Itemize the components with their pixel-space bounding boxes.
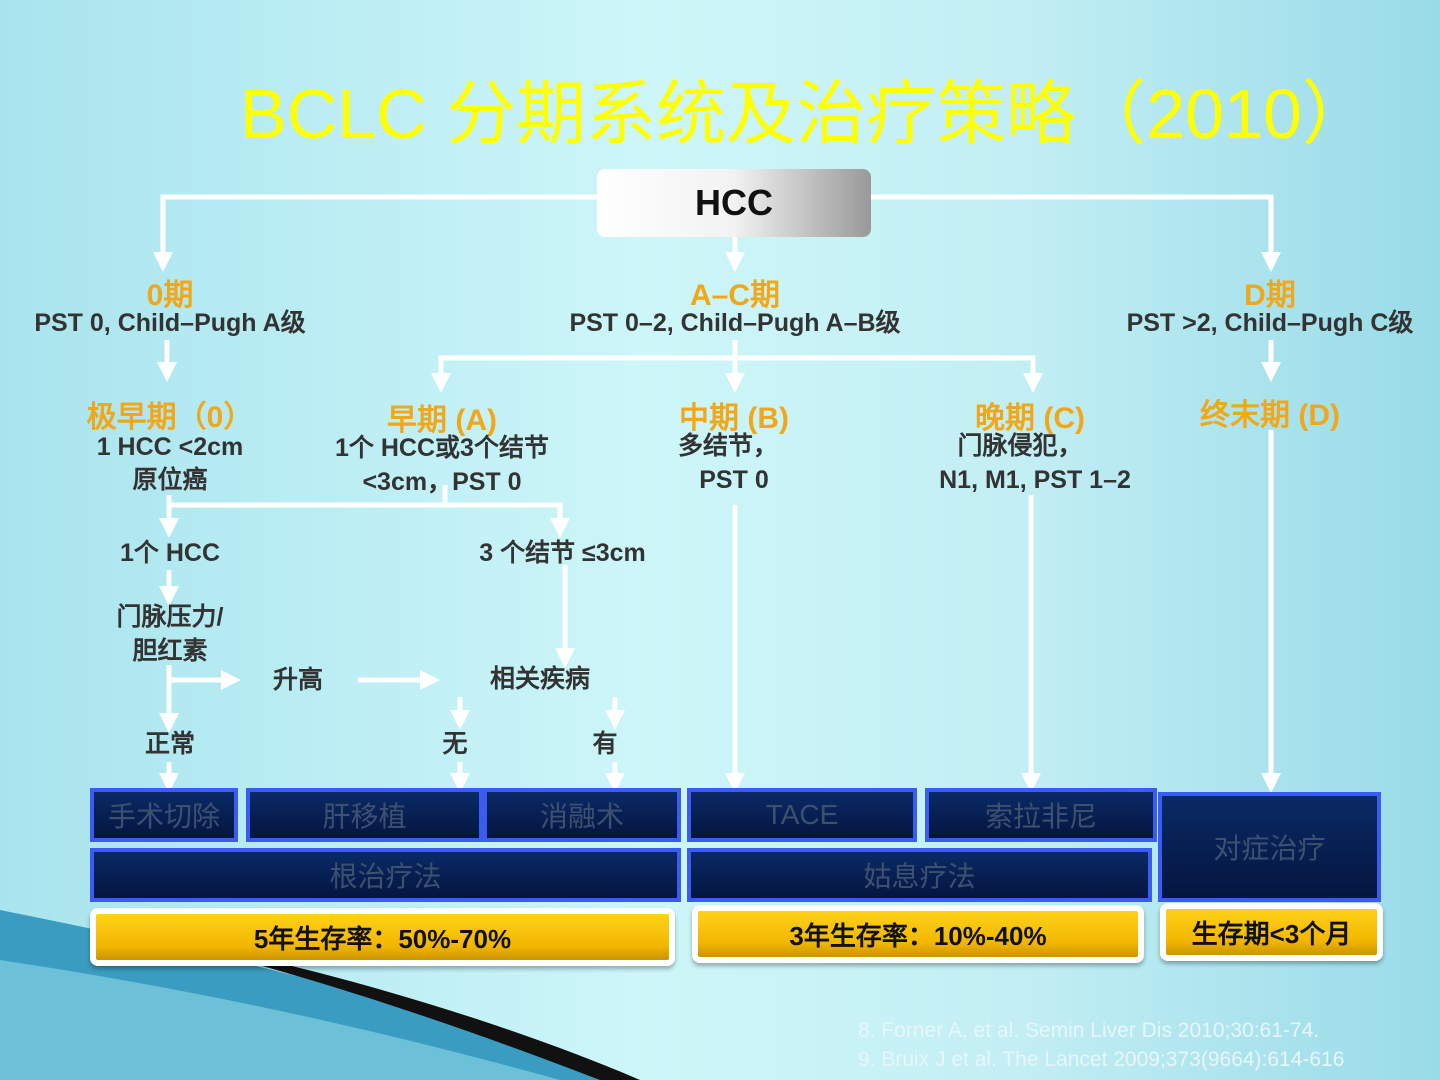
very-early-line2: 原位癌 (132, 466, 208, 494)
related-disease-label: 相关疾病 (489, 665, 590, 693)
none-label: 无 (442, 730, 468, 758)
single-hcc-label: 1个 HCC (119, 539, 220, 567)
three-nodules-label: 3 个结节 ≤3cm (479, 539, 646, 567)
early-line2: <3cm，PST 0 (362, 468, 522, 496)
stage-0-desc: PST 0, Child–Pugh A级 (34, 309, 306, 337)
elevated-label: 升高 (272, 666, 323, 694)
advanced-line2: N1, M1, PST 1–2 (939, 466, 1131, 494)
treatment-liver-transplant: 肝移植 (246, 788, 483, 842)
terminal-stage-label: 终末期 (D) (1200, 399, 1340, 432)
treatment-symptomatic: 对症治疗 (1158, 792, 1381, 902)
stage-d-label: D期 (1244, 279, 1296, 312)
stage-ac-label: A–C期 (689, 279, 780, 312)
stage-d-desc: PST >2, Child–Pugh C级 (1126, 309, 1414, 337)
references: 8. Forner A, et al. Semin Liver Dis 2010… (858, 1016, 1344, 1074)
advanced-line1: 门脉侵犯， (957, 432, 1083, 460)
stage-0-label: 0期 (146, 279, 194, 312)
early-stage-label: 早期 (A) (387, 404, 497, 437)
yes-label: 有 (592, 730, 618, 758)
treatment-resection: 手术切除 (90, 788, 238, 842)
survival-curative: 5年生存率：50%-70% (90, 908, 675, 966)
portal-pressure-label: 门脉压力/ (116, 603, 224, 631)
category-curative: 根治疗法 (90, 848, 681, 902)
survival-terminal: 生存期<3个月 (1160, 903, 1383, 961)
early-line1: 1个 HCC或3个结节 (335, 434, 549, 462)
treatment-ablation: 消融术 (483, 788, 681, 842)
normal-label: 正常 (144, 730, 195, 758)
advanced-stage-label: 晚期 (C) (975, 402, 1085, 435)
very-early-stage-label: 极早期（0） (86, 401, 254, 434)
survival-palliative: 3年生存率：10%-40% (692, 905, 1144, 963)
bilirubin-label: 胆红素 (132, 637, 208, 665)
flow-arrows (153, 194, 1281, 793)
stage-ac-desc: PST 0–2, Child–Pugh A–B级 (569, 309, 901, 337)
reference-8: 8. Forner A, et al. Semin Liver Dis 2010… (858, 1019, 1320, 1042)
treatment-tace: TACE (687, 788, 917, 842)
treatment-sorafenib: 索拉非尼 (925, 788, 1157, 842)
intermediate-stage-label: 中期 (B) (679, 402, 789, 435)
hcc-root-node: HCC (597, 169, 871, 237)
reference-9: 9. Bruix J et al. The Lancet 2009;373(96… (858, 1048, 1345, 1071)
very-early-line1: 1 HCC <2cm (96, 433, 244, 461)
slide-title: BCLC 分期系统及治疗策略（2010） (240, 75, 1372, 153)
intermediate-line2: PST 0 (699, 466, 769, 494)
intermediate-line1: 多结节， (678, 432, 779, 460)
category-palliative: 姑息疗法 (687, 848, 1152, 902)
